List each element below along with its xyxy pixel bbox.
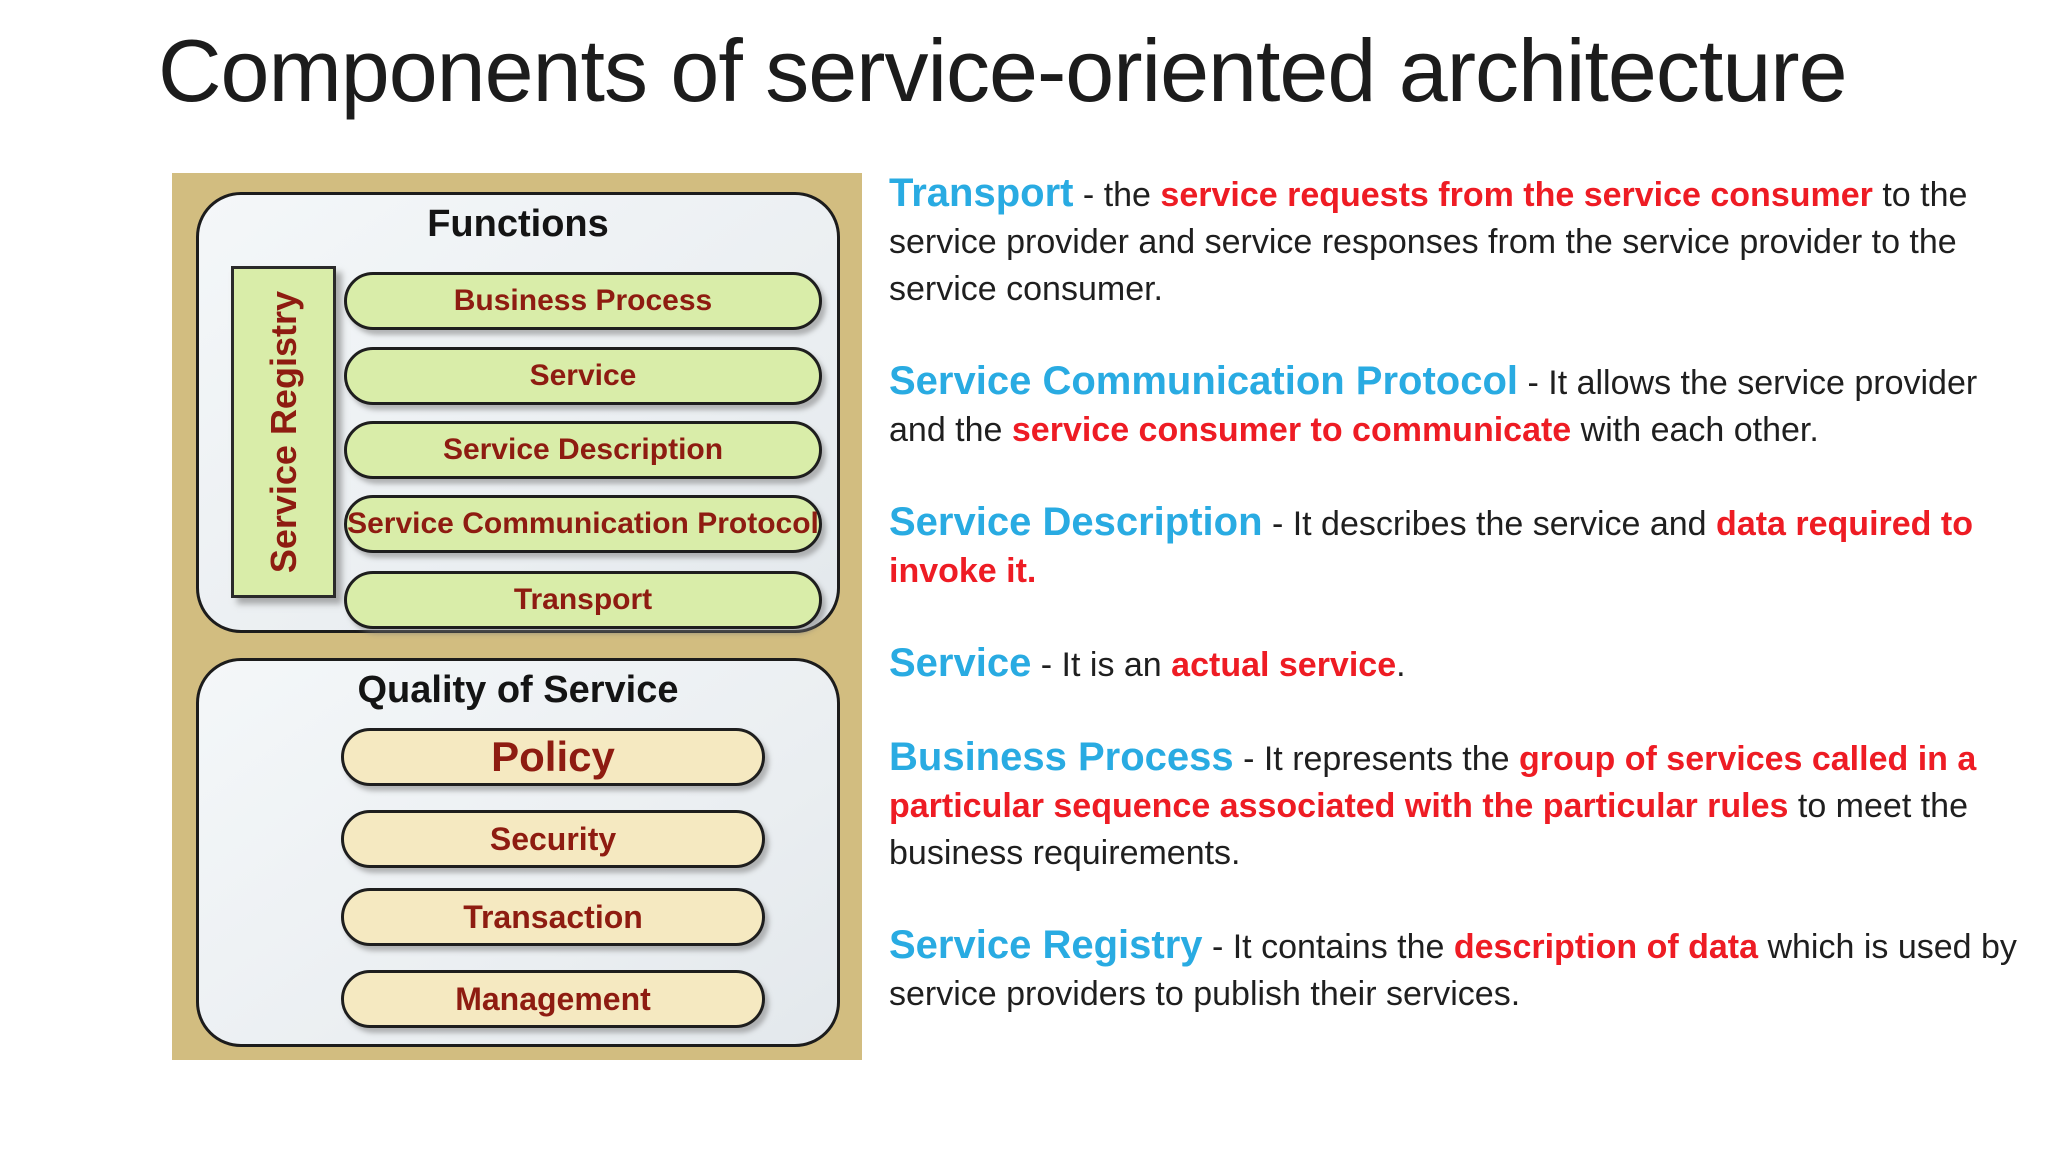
function-pill-business-process: Business Process <box>344 272 822 330</box>
quality-of-service-panel: Quality of Service Policy Security Trans… <box>196 658 840 1047</box>
text-run-blue: Transport <box>889 171 1074 215</box>
text-run-blue: Service Communication Protocol <box>889 359 1519 403</box>
qos-pill-transaction: Transaction <box>341 888 765 946</box>
description-paragraph: Service Description - It describes the s… <box>889 499 2039 595</box>
text-run-black: - It contains the <box>1202 928 1454 966</box>
text-run-black: - It is an <box>1031 646 1172 684</box>
function-pill-transport: Transport <box>344 571 822 629</box>
functions-panel: Functions Service Registry Business Proc… <box>196 192 840 633</box>
text-run-black: - It allows the service provider and the <box>889 364 1978 449</box>
text-run-red: data required to invoke it. <box>889 505 1973 590</box>
text-run-blue: Business Process <box>889 735 1234 779</box>
text-run-black: to meet the business requirements. <box>889 787 1968 872</box>
text-run-red: actual service <box>1171 646 1397 684</box>
service-registry-box: Service Registry <box>231 266 336 598</box>
text-run-red: service requests from the service consum… <box>1160 176 1873 214</box>
text-run-black: - the <box>1073 176 1161 214</box>
qos-pill-security: Security <box>341 810 765 868</box>
descriptions-column: Transport - the service requests from th… <box>889 170 2039 1063</box>
qos-pill-policy: Policy <box>341 728 765 786</box>
service-registry-label: Service Registry <box>262 290 304 574</box>
functions-panel-header: Functions <box>427 203 609 245</box>
text-run-black: to the service provider and service resp… <box>889 176 1968 308</box>
text-run-blue: Service Description <box>889 500 1263 544</box>
description-paragraph: Service Registry - It contains the descr… <box>889 922 2039 1018</box>
description-paragraph: Business Process - It represents the gro… <box>889 734 2039 877</box>
text-run-red: service consumer to communicate <box>1011 411 1572 449</box>
page-title: Components of service-oriented architect… <box>158 21 1848 120</box>
qos-panel-header: Quality of Service <box>357 669 679 711</box>
text-run-black: - It represents the <box>1233 740 1519 778</box>
text-run-black: which is used by service providers to pu… <box>889 928 2017 1013</box>
function-pill-service-description: Service Description <box>344 421 822 479</box>
description-paragraph: Service - It is an actual service. <box>889 640 2039 689</box>
function-pill-service: Service <box>344 347 822 405</box>
text-run-blue: Service <box>889 641 1032 685</box>
soa-diagram: Functions Service Registry Business Proc… <box>172 173 862 1060</box>
text-run-black: with each other. <box>1571 411 1819 449</box>
text-run-black: . <box>1396 646 1406 684</box>
text-run-blue: Service Registry <box>889 923 1203 967</box>
function-pill-service-communication-protocol: Service Communication Protocol <box>344 495 822 553</box>
description-paragraph: Service Communication Protocol - It allo… <box>889 358 2039 454</box>
text-run-red: description of data <box>1453 928 1759 966</box>
text-run-black: - It describes the service and <box>1262 505 1717 543</box>
description-paragraph: Transport - the service requests from th… <box>889 170 2039 313</box>
text-run-red: group of services called in a particular… <box>889 740 1977 825</box>
qos-pill-management: Management <box>341 970 765 1028</box>
